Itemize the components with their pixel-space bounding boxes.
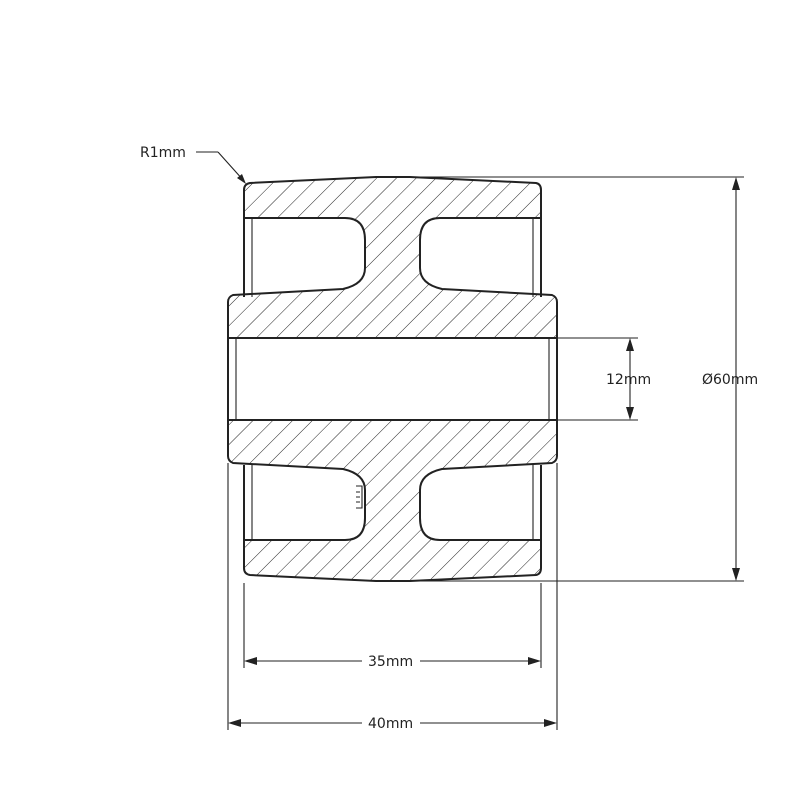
bore-label: 12mm	[606, 372, 651, 388]
hub-width-dimension: 40mm	[227, 463, 558, 732]
bore-dimension: 12mm	[557, 337, 651, 421]
upper-section	[227, 176, 558, 339]
radius-label: R1mm	[140, 145, 186, 161]
bore	[227, 337, 558, 421]
tread-width-dimension: 35mm	[243, 583, 542, 670]
hub-width-label: 40mm	[368, 716, 413, 732]
outer-diameter-label: Ø60mm	[702, 372, 758, 388]
lower-section	[227, 419, 558, 582]
tread-width-label: 35mm	[368, 654, 413, 670]
outer-diameter-dimension: Ø60mm	[410, 176, 758, 582]
side-walls	[243, 218, 542, 540]
web-marking	[356, 485, 363, 509]
radius-callout: R1mm	[140, 145, 246, 184]
